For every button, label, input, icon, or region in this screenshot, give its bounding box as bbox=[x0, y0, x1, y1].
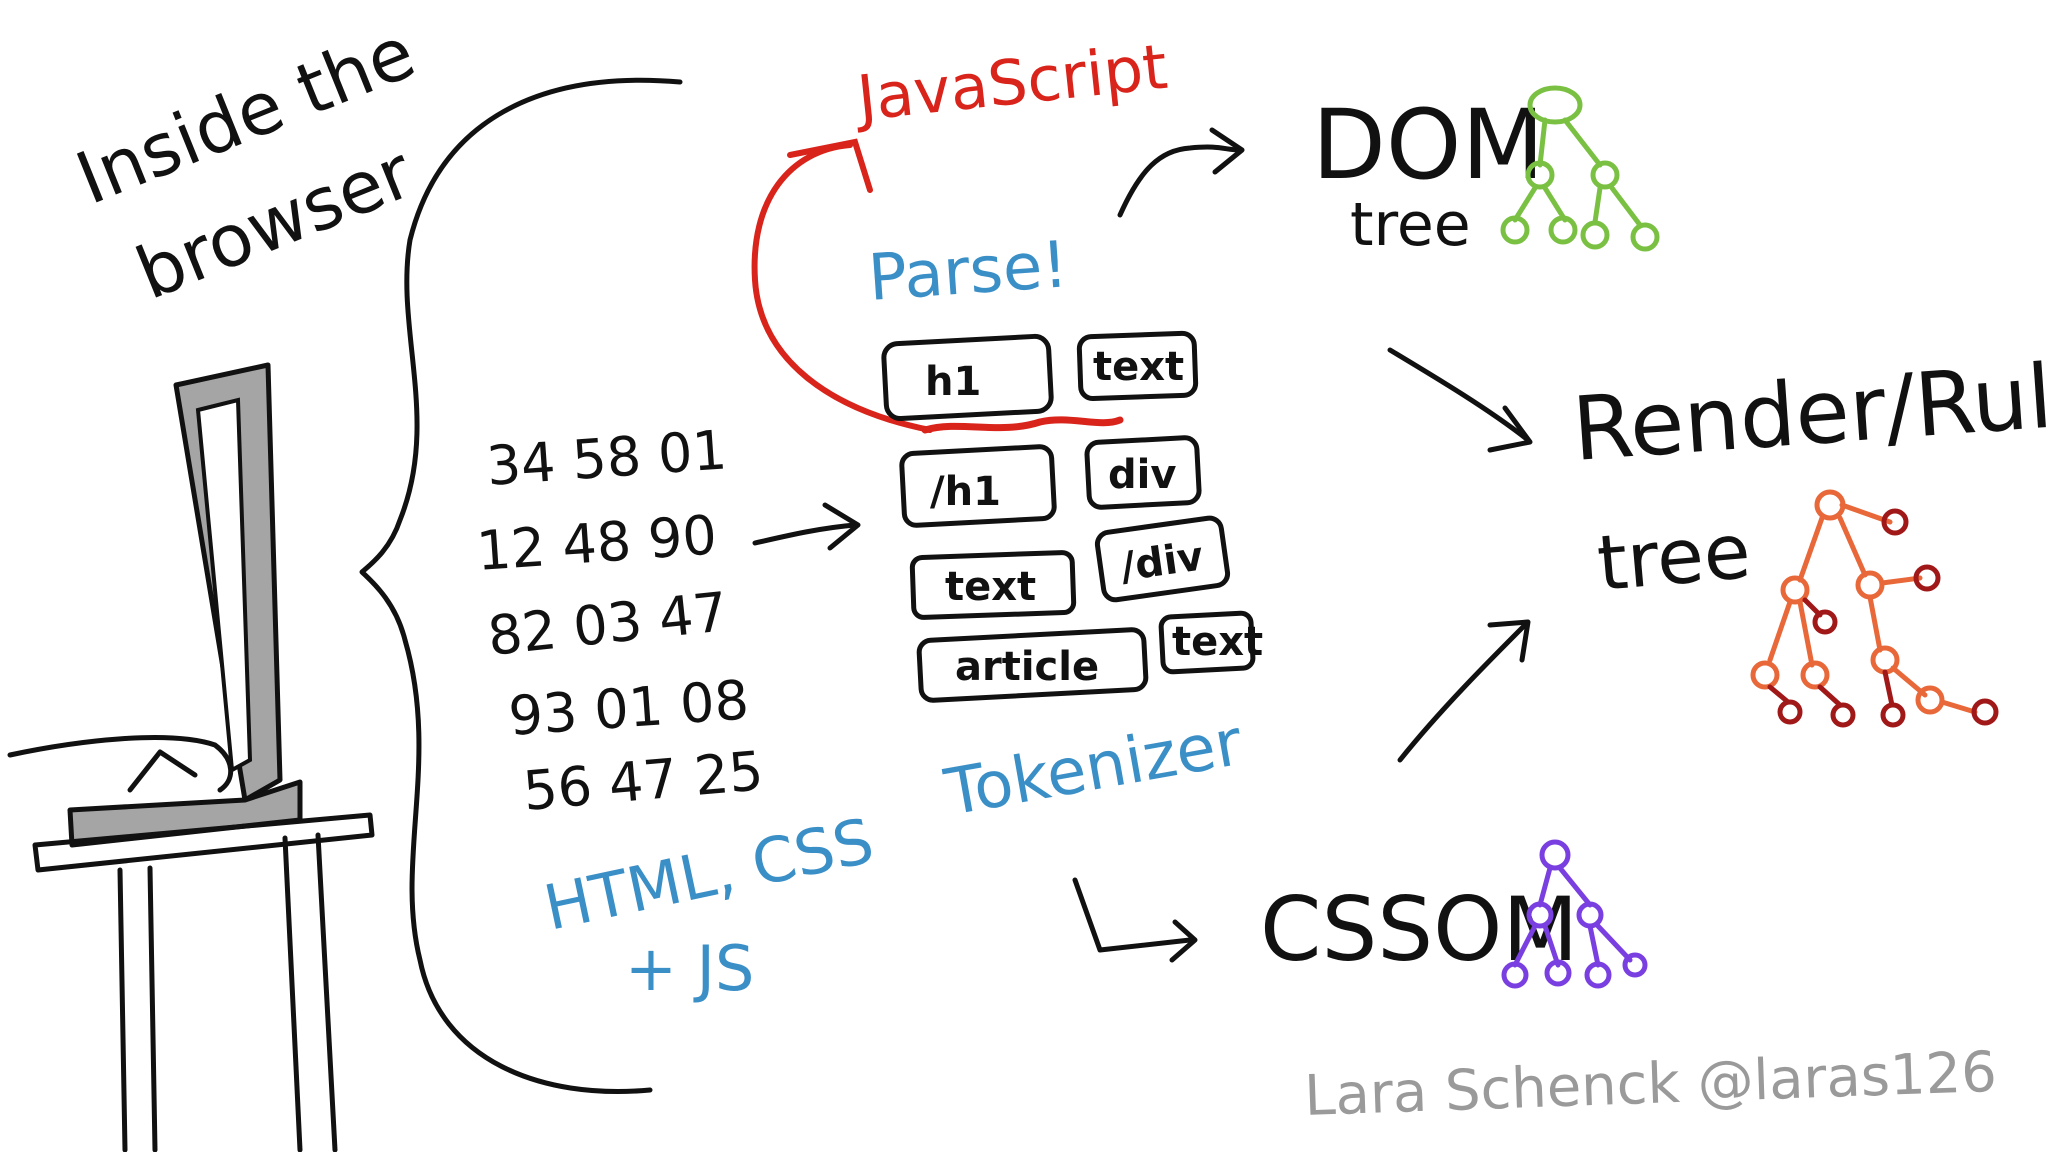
byte-row: 82 03 47 bbox=[485, 580, 731, 668]
cssom-label: CSSOM bbox=[1260, 878, 1578, 981]
token-box bbox=[1094, 515, 1231, 603]
arrow-to-dom bbox=[1117, 127, 1245, 218]
render-label: Render/Rule bbox=[1569, 341, 2048, 481]
javascript-label: JavaScript bbox=[850, 30, 1171, 136]
render-label-tree: tree bbox=[1594, 506, 1754, 608]
token-grid: h1 text /h1 div text /div article text bbox=[881, 330, 1263, 703]
token-label: /div bbox=[1118, 533, 1207, 590]
cssom-tree: CSSOM bbox=[1260, 839, 1648, 989]
source-label-line-2: + JS bbox=[625, 932, 754, 1005]
token-box bbox=[881, 333, 1054, 422]
arrow-dom-to-render bbox=[1387, 347, 1533, 453]
dom-tree: DOM tree bbox=[1312, 85, 1660, 260]
dom-label-tree: tree bbox=[1350, 190, 1471, 260]
curly-brace bbox=[359, 77, 683, 1094]
source-label-line-1: HTML, CSS bbox=[538, 804, 880, 945]
token-label: text bbox=[1093, 344, 1184, 390]
token-label: text bbox=[1172, 619, 1263, 665]
token-label: h1 bbox=[925, 359, 981, 405]
cssom-tree-icon bbox=[1501, 839, 1648, 989]
render-tree: Render/Rule tree bbox=[1569, 341, 2048, 728]
arrow-to-tokenizer bbox=[752, 502, 861, 551]
token-label: article bbox=[955, 644, 1099, 690]
byte-row: 34 58 01 bbox=[485, 418, 729, 498]
tokenizer-label: Tokenizer bbox=[939, 706, 1248, 831]
byte-row: 93 01 08 bbox=[507, 668, 751, 748]
token-label: /h1 bbox=[930, 469, 1001, 515]
byte-row: 12 48 90 bbox=[475, 503, 719, 583]
title: Inside the browser bbox=[65, 10, 426, 316]
arrow-to-cssom bbox=[1072, 877, 1198, 963]
token-box bbox=[1076, 330, 1199, 402]
parse-label: Parse! bbox=[866, 228, 1070, 316]
token-box bbox=[909, 550, 1077, 620]
arrow-cssom-to-render bbox=[1397, 619, 1531, 763]
byte-row: 56 47 25 bbox=[521, 739, 766, 823]
token-box bbox=[1158, 610, 1256, 675]
laptop-illustration bbox=[7, 362, 375, 1152]
token-label: text bbox=[945, 564, 1036, 610]
dom-tree-icon bbox=[1500, 85, 1660, 252]
token-label: div bbox=[1108, 452, 1176, 498]
render-tree-icon bbox=[1750, 489, 1999, 728]
token-box bbox=[916, 627, 1149, 703]
byte-stream: 34 58 01 12 48 90 82 03 47 93 01 08 56 4… bbox=[475, 418, 766, 823]
source-label: HTML, CSS + JS bbox=[538, 804, 880, 1005]
token-box bbox=[899, 444, 1057, 528]
token-box bbox=[1084, 435, 1202, 510]
dom-label: DOM bbox=[1312, 89, 1544, 201]
credit: Lara Schenck @laras126 bbox=[1303, 1040, 1998, 1129]
